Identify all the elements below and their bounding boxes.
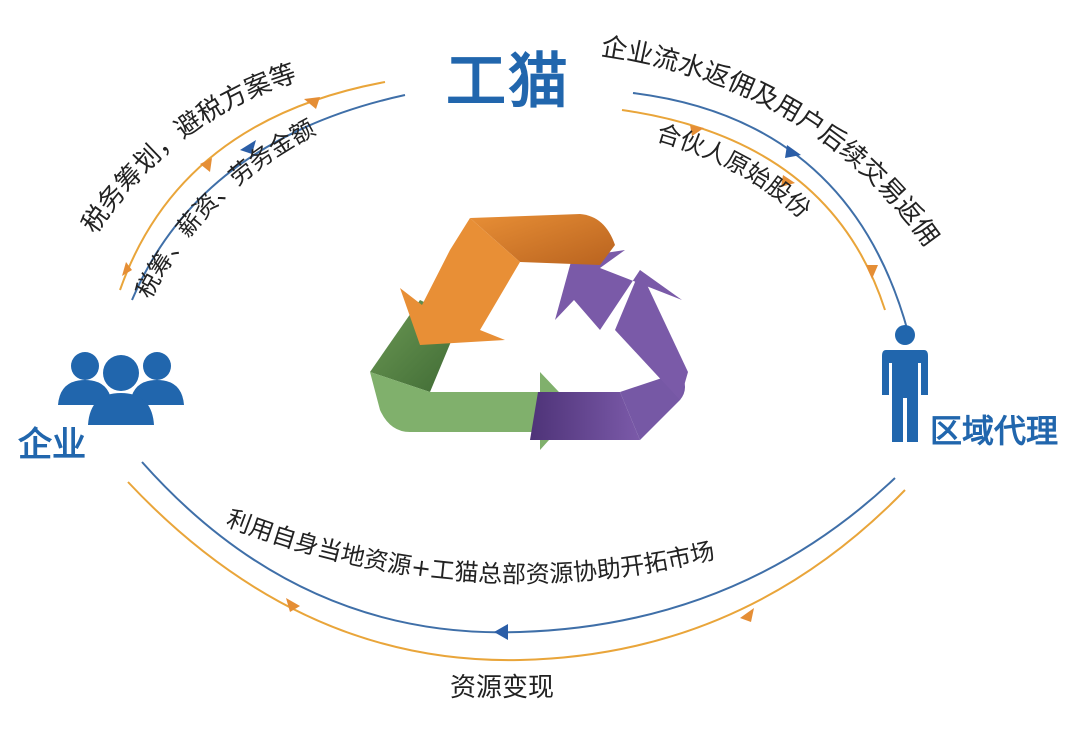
arrow-down-icon [200,158,212,172]
arc-bottom [127,461,906,662]
arc-top-left [119,81,406,301]
arrow-right-icon [781,175,795,187]
group-people-icon [58,352,184,425]
flow-commission: 企业流水返佣及用户后续交易返佣 [599,32,945,252]
arrow-up-icon [240,140,256,154]
arrow-right-icon [785,145,801,158]
arrow-right-icon [690,125,704,136]
brand-title: 工猫 [446,47,570,117]
enterprise-label: 企业 [18,425,86,465]
arrow-down-icon [866,265,878,279]
arrow-left-icon [304,97,320,109]
recycle-arrows-icon [370,214,688,450]
flow-equity: 合伙人原始股份 [653,119,815,224]
arrow-right-icon [740,608,754,622]
arrow-left-icon [494,624,508,640]
arrow-right-icon [286,598,300,612]
arrow-down-icon [122,262,132,276]
arc-top-right [621,92,909,333]
flow-resource-monetization: 资源变现 [450,673,555,703]
flow-market-expansion: 利用自身当地资源+工猫总部资源协助开拓市场 [223,504,717,588]
person-icon [882,325,928,442]
regional-agent-label: 区域代理 [930,412,1059,450]
